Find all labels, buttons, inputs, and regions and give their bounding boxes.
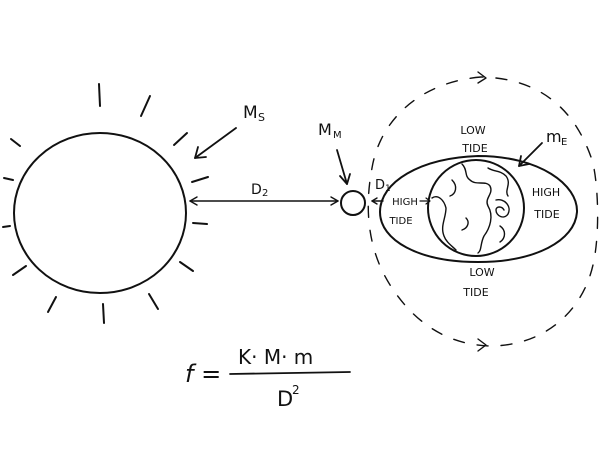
formula-denominator: D <box>277 387 293 411</box>
distance-sun-moon-arrowheads <box>189 196 339 206</box>
moon-mass-arrowhead <box>339 173 351 185</box>
high-tide-left: HIGH TIDE <box>388 197 431 227</box>
low-tide-bottom: LOW TIDE <box>462 266 494 299</box>
earth-mass-arrowhead <box>518 155 530 167</box>
high-tide-right-line1: HIGH <box>532 186 560 199</box>
formula-lhs: f = <box>185 360 221 388</box>
continent-outline <box>487 167 509 197</box>
sun-ray <box>192 222 208 225</box>
low-tide-bottom-line1: LOW <box>469 266 494 279</box>
orbit-arrowhead-bottom <box>477 338 487 352</box>
sun-mass-symbol: M <box>243 103 258 123</box>
high-tide-left-line1: HIGH <box>392 197 418 208</box>
sun-ray <box>10 138 21 147</box>
moon-disc <box>340 190 366 216</box>
earth-mass-label: m E <box>518 127 567 167</box>
earth-mass-subscript: E <box>561 137 567 148</box>
high-tide-left-line2: TIDE <box>388 216 412 227</box>
continent-outline <box>499 225 506 243</box>
continent-outline <box>495 199 510 218</box>
earth <box>427 159 525 257</box>
formula-fraction-bar <box>229 371 351 375</box>
earth-mass-symbol: m <box>546 127 562 146</box>
tide-labels: LOW TIDE LOW TIDE HIGH TIDE HIGH TIDE <box>388 124 560 299</box>
low-tide-top: LOW TIDE <box>460 124 487 155</box>
high-tide-left-arrow <box>419 197 431 205</box>
continent-outline <box>431 196 457 251</box>
sun-ray <box>179 261 194 272</box>
sun-mass-arrow <box>194 127 237 159</box>
low-tide-top-line2: TIDE <box>461 142 487 155</box>
tidal-bulge <box>379 155 579 263</box>
low-tide-bottom-line2: TIDE <box>462 286 488 299</box>
gravity-formula: f = K· M· m D 2 <box>185 345 351 411</box>
sun-mass-arrowhead <box>194 146 207 159</box>
sun <box>2 83 209 324</box>
distance-sun-moon-subscript: 2 <box>262 188 268 199</box>
low-tide-top-line1: LOW <box>460 124 485 137</box>
earth-continents <box>431 163 510 254</box>
high-tide-right-line2: TIDE <box>533 208 559 221</box>
sun-ray <box>173 132 188 146</box>
sun-mass-label: M S <box>194 103 265 159</box>
sun-rays <box>2 83 209 324</box>
continent-outline <box>449 179 457 197</box>
sun-disc <box>13 132 187 294</box>
sun-ray <box>148 293 159 310</box>
sun-ray <box>98 83 101 107</box>
continent-outline <box>461 217 469 231</box>
sun-ray <box>12 265 27 276</box>
moon-mass-symbol: M <box>318 120 332 139</box>
distance-sun-moon: D 2 <box>189 182 339 206</box>
formula-numerator: K· M· m <box>238 345 313 369</box>
continent-outline <box>461 163 492 254</box>
sun-ray <box>102 303 105 324</box>
sun-ray <box>191 176 209 183</box>
sun-ray <box>3 177 14 181</box>
earth-mass-arrow <box>518 142 543 167</box>
sun-ray <box>47 296 57 313</box>
high-tide-right: HIGH TIDE <box>532 186 560 221</box>
earth-disc <box>427 159 525 257</box>
sun-mass-subscript: S <box>258 111 265 124</box>
distance-moon-earth-arrowhead <box>371 197 378 205</box>
sun-ray <box>140 95 151 117</box>
sun-ray <box>2 225 11 228</box>
moon-orbit <box>367 76 599 347</box>
formula-exponent: 2 <box>292 383 300 397</box>
moon-mass-subscript: M <box>333 130 342 141</box>
distance-sun-moon-symbol: D <box>251 182 262 198</box>
moon-mass-arrow <box>336 149 348 185</box>
distance-moon-earth-symbol: D <box>375 178 385 193</box>
moon: M M <box>318 120 366 216</box>
orbit-arrowhead-top <box>477 71 487 84</box>
